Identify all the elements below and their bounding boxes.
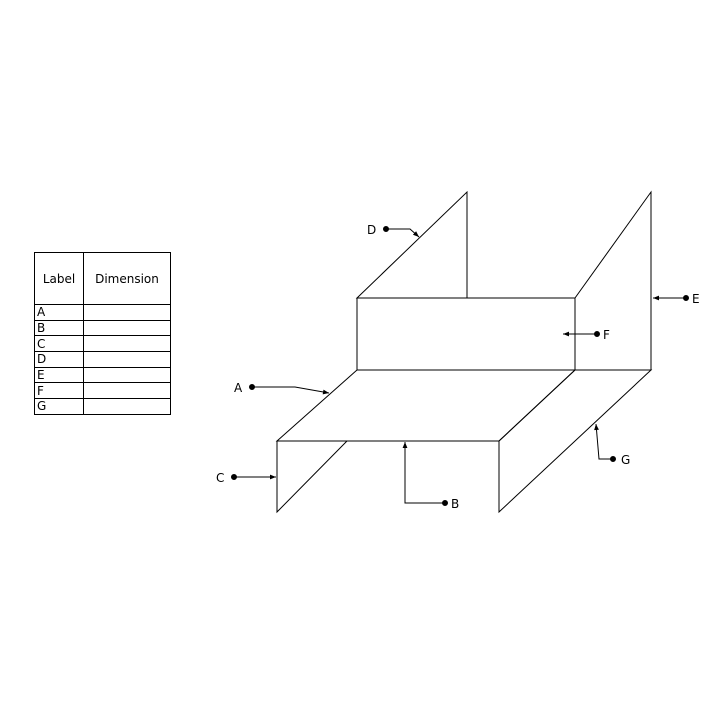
callout-labels: A B C D E F G	[216, 223, 700, 511]
column-header-label: Label	[34, 252, 84, 305]
callout-d: D	[367, 223, 376, 237]
leader-d	[386, 228, 420, 238]
dimension-table: Label Dimension A B C D E F G	[34, 252, 171, 415]
table-row: D	[34, 351, 171, 368]
table-row: G	[34, 398, 171, 415]
flange-e	[574, 190, 652, 371]
leader-g	[594, 423, 613, 460]
table-row: B	[34, 319, 171, 337]
row-dimension	[83, 398, 171, 415]
leader-dot-d	[383, 226, 389, 232]
leader-dot-f	[594, 331, 600, 337]
table-header-row: Label Dimension	[34, 252, 171, 305]
callout-a: A	[234, 381, 243, 395]
leader-dot-e	[683, 295, 689, 301]
leaders	[231, 226, 689, 506]
flange-d	[355, 190, 468, 299]
callout-b: B	[451, 497, 459, 511]
leader-dot-b	[442, 500, 448, 506]
leader-b	[402, 442, 445, 504]
flange-c	[276, 440, 349, 514]
column-header-dimension: Dimension	[83, 252, 171, 305]
callout-g: G	[621, 453, 630, 467]
bottom-a	[275, 369, 577, 442]
callout-f: F	[603, 328, 610, 342]
callout-e: E	[692, 292, 700, 306]
part-outline	[275, 190, 653, 514]
callout-c: C	[216, 471, 224, 485]
leader-dot-a	[249, 384, 255, 390]
leader-a	[252, 386, 330, 395]
flange-g	[498, 369, 653, 514]
back-wall-f	[356, 297, 576, 371]
leader-dot-g	[610, 456, 616, 462]
table-row: E	[34, 366, 171, 384]
leader-dot-c	[231, 474, 237, 480]
